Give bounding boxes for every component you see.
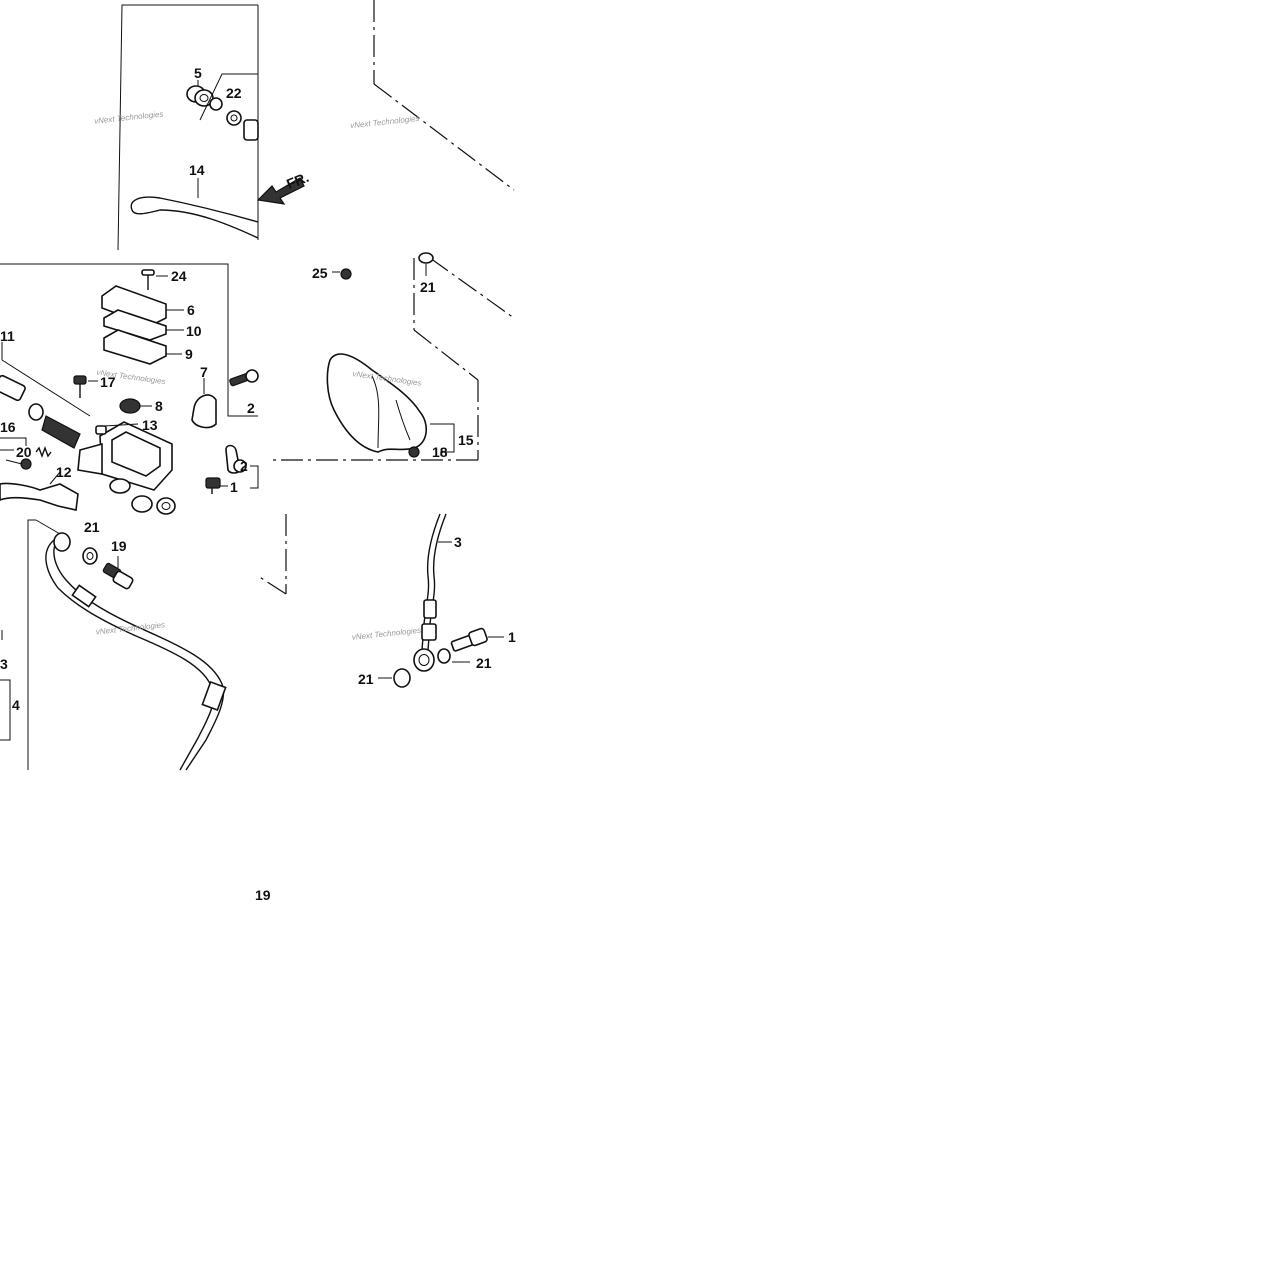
callout-16: 16 [0,419,16,435]
callout-labels: 5 22 14 24 6 10 9 11 17 8 7 2 13 16 20 1… [0,65,516,713]
callout-7: 7 [200,364,208,380]
panel-hose-left [0,514,287,771]
spring-20-part [35,446,52,458]
front-arrow-icon: FR. [256,169,311,205]
banjo-2-part [225,444,247,474]
callout-1-lower: 1 [508,629,516,645]
cap-8-part [119,398,141,414]
panel-master-cylinder [0,263,259,515]
callout-6: 6 [187,302,195,318]
master-cylinder-13-part [77,421,176,515]
plate-10-part [103,309,167,341]
callout-19: 19 [111,538,127,554]
washer-21-right-part [393,668,411,688]
diaphragm-9-part [103,329,167,365]
callout-21-upper: 21 [420,279,436,295]
holder-7-part [191,394,217,429]
piston-11-part [0,342,91,449]
bleeder-1-part [205,477,221,494]
nut-25-part [332,268,352,280]
callout-15: 15 [458,432,474,448]
watermark: vNext Technologies [351,626,421,642]
callout-21-left: 21 [358,671,374,687]
lever-14-part [130,196,259,239]
callout-20: 20 [16,444,32,460]
hand-guard-15-part [326,353,427,453]
callout-21-right: 21 [476,655,492,671]
screw-24-part [141,269,168,290]
screw-16-part [5,458,32,470]
collar-5-part [186,85,214,107]
callout-14: 14 [189,162,205,178]
callout-25: 25 [312,265,328,281]
panel-lever: FR. [117,4,311,251]
cap-6-part [101,285,167,327]
callout-4: 4 [12,697,20,713]
callout-22: 22 [226,85,242,101]
panel-hand-guard [270,252,515,461]
callout-8: 8 [155,398,163,414]
bolt-1-part [450,627,504,652]
brake-hose-part [53,535,225,771]
callout-5: 5 [194,65,202,81]
panel-hose-right [378,513,504,688]
callout-13: 13 [142,417,158,433]
brake-lever-12-part [0,482,79,511]
callout-1-upper: 1 [230,479,238,495]
bolt-17-part [73,375,98,398]
panel-top-right [373,0,515,191]
page-number: 19 [255,887,271,903]
callout-10: 10 [186,323,202,339]
watermark: vNext Technologies [350,114,420,130]
callout-3-left: 3 [0,656,8,672]
callout-12: 12 [56,464,72,480]
callout-18: 18 [432,444,448,460]
callout-17: 17 [100,374,116,390]
callout-9: 9 [185,346,193,362]
bolt-19-part [102,556,134,590]
washer-21-part [82,547,98,565]
callout-2-lower: 2 [240,458,248,474]
callout-11: 11 [0,328,15,344]
callout-21-hose: 21 [84,519,100,535]
callout-2-upper: 2 [247,400,255,416]
watermark: vNext Technologies [94,109,164,125]
callout-3-right: 3 [454,534,462,550]
oring-22-part [209,97,223,111]
front-label: FR. [284,169,311,192]
callout-24: 24 [171,268,187,284]
